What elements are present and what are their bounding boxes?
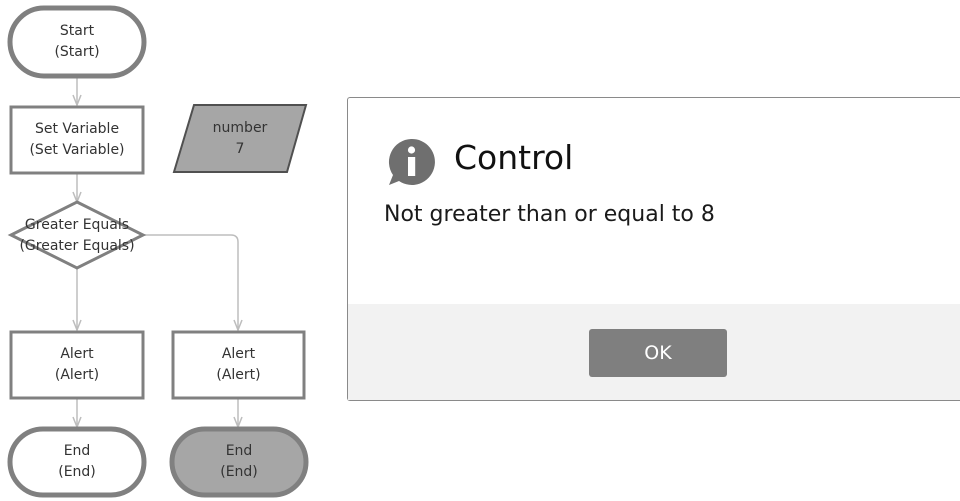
alert-right-label: Alert (Alert): [173, 332, 304, 398]
alert-right-label-title: Alert: [221, 346, 256, 362]
info-icon: [388, 138, 435, 185]
end-right-label-title: End: [225, 443, 253, 459]
start-label: Start (Start): [10, 8, 144, 76]
set-variable-node[interactable]: [9, 105, 145, 175]
dialog-title: Control: [454, 138, 574, 177]
decision-node[interactable]: [7, 200, 147, 270]
alert-left-label-type: (Alert): [54, 367, 100, 383]
end-right-label-type: (End): [220, 464, 258, 480]
variable-label: number 7: [184, 107, 296, 171]
end-left-label-type: (End): [58, 464, 96, 480]
alert-right-label-type: (Alert): [216, 367, 261, 383]
variable-value: 7: [235, 141, 245, 157]
dialog-footer: OK: [348, 304, 960, 400]
variable-node[interactable]: [172, 104, 308, 173]
end-right-label: End (End): [172, 429, 306, 495]
decision-label-type: (Greater Equals): [19, 238, 135, 254]
dialog-message: Not greater than or equal to 8: [384, 202, 715, 227]
variable-name: number: [212, 120, 268, 136]
end-left-node[interactable]: [7, 426, 147, 498]
decision-label-title: Greater Equals: [24, 217, 130, 233]
ok-button[interactable]: OK: [589, 329, 727, 377]
alert-dialog: Control Not greater than or equal to 8 O…: [347, 97, 960, 401]
set-variable-label: Set Variable (Set Variable): [11, 107, 143, 173]
set-variable-label-type: (Set Variable): [29, 142, 125, 158]
alert-right-node[interactable]: [171, 330, 306, 400]
flowchart: [7, 5, 309, 498]
end-left-label-title: End: [63, 443, 91, 459]
end-left-label: End (End): [10, 429, 144, 495]
alert-left-label-title: Alert: [60, 346, 94, 362]
alert-left-label: Alert (Alert): [11, 332, 143, 398]
alert-left-node[interactable]: [9, 330, 145, 400]
start-label-title: Start: [59, 23, 95, 39]
set-variable-label-title: Set Variable: [34, 121, 120, 137]
end-right-node[interactable]: [169, 426, 309, 498]
connector-decision-to-alert-right: [144, 234, 238, 330]
decision-label: Greater Equals (Greater Equals): [0, 214, 154, 258]
start-label-type: (Start): [54, 44, 100, 60]
start-node[interactable]: [7, 5, 147, 79]
